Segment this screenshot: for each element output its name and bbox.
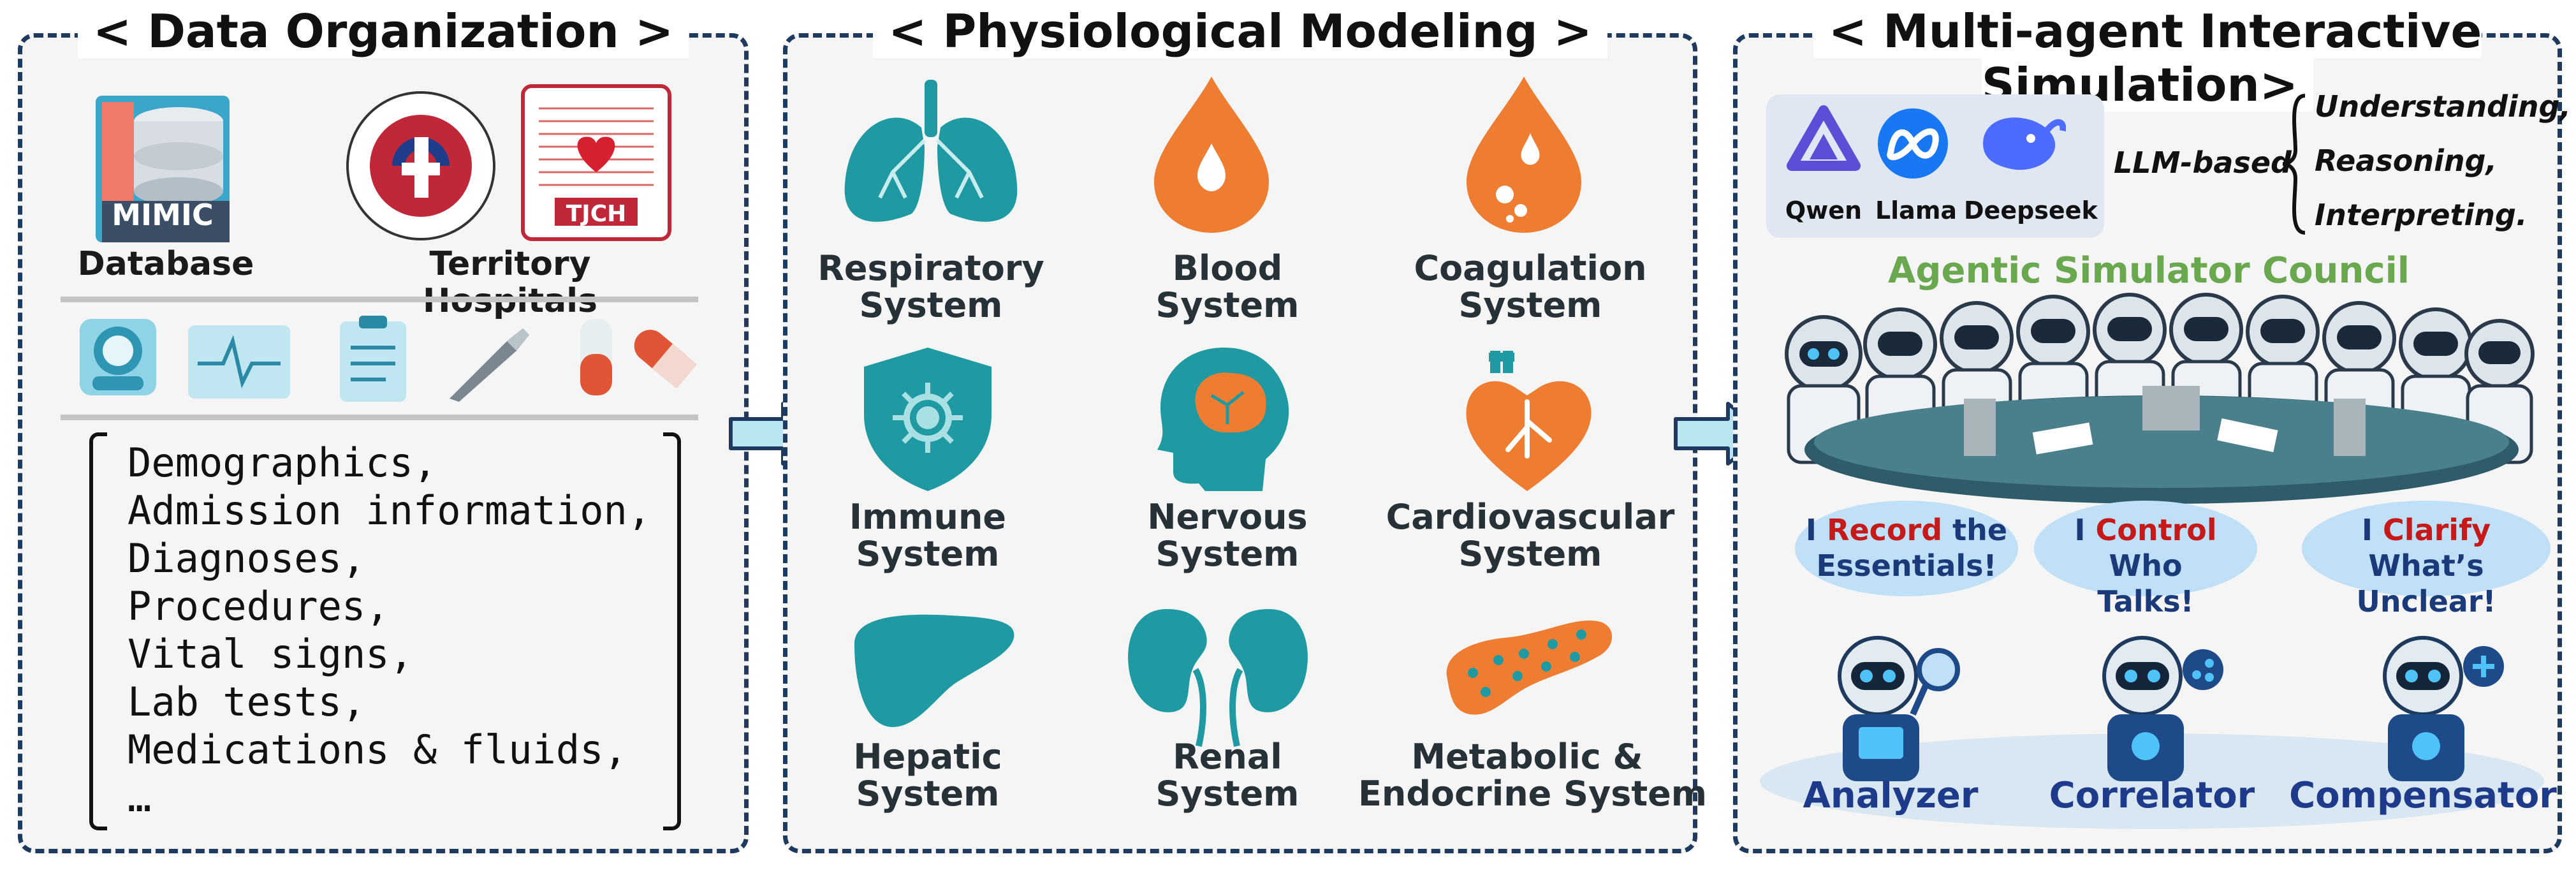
qwen-logo-icon — [1787, 105, 1861, 171]
right-bracket — [663, 432, 681, 830]
panel-title: < Physiological Modeling > — [787, 4, 1693, 58]
list-item: Lab tests, — [128, 679, 366, 725]
list-item: Vital signs, — [128, 631, 413, 677]
robot-council-illustration — [1785, 293, 2535, 504]
capability-label: Interpreting. — [2315, 198, 2528, 232]
brain-head-icon — [1157, 348, 1289, 491]
analyzer-robot-icon — [1838, 636, 1960, 781]
role-label-correlator: Correlator — [2049, 775, 2255, 816]
capability-label: Reasoning, — [2315, 143, 2498, 178]
coagulation-drop-icon — [1467, 77, 1581, 233]
list-item: Procedures, — [128, 583, 390, 629]
speech-bubble: I Control Who Talks! — [2034, 501, 2257, 619]
list-item: Admission information, — [128, 487, 652, 534]
model-label: Llama — [1875, 196, 1958, 224]
correlator-robot-icon — [2102, 636, 2223, 781]
model-label: Deepseek — [1964, 196, 2098, 224]
ecg-monitor-icon — [188, 325, 290, 399]
panel-title: < Data Organization > — [22, 4, 744, 58]
kidneys-icon — [1128, 609, 1308, 747]
test-tube-pill-icon — [580, 319, 698, 395]
lungs-icon — [844, 80, 1018, 222]
database-label: Database — [77, 245, 254, 283]
role-label-analyzer: Analyzer — [1803, 775, 1979, 816]
scalpel-icon — [450, 328, 529, 402]
list-item: Diagnoses, — [128, 535, 366, 582]
divider — [61, 415, 698, 420]
model-label: Qwen — [1785, 196, 1862, 224]
llama-logo-icon — [1878, 108, 1948, 179]
tjch-logo-text: TJCH — [566, 201, 627, 227]
deepseek-logo-icon — [1983, 117, 2066, 170]
council-title: Agentic Simulator Council — [1888, 250, 2410, 291]
heart-icon — [1466, 351, 1592, 491]
divider — [61, 297, 698, 302]
system-label: Metabolic &Endocrine System — [1358, 737, 1708, 814]
pancreas-icon — [1446, 620, 1613, 715]
mimic-database-icon — [96, 96, 230, 242]
hospital-seal-logo — [346, 91, 495, 240]
llm-based-label: LLM-based — [2114, 145, 2292, 180]
panel-title: < Multi-agent Interactive Simulation> — [1738, 4, 2558, 112]
clipboard-icon — [340, 316, 406, 402]
curly-brace-icon — [2282, 94, 2306, 235]
liver-icon — [854, 614, 1014, 727]
list-item: Demographics, — [128, 439, 437, 486]
compensator-robot-icon — [2383, 636, 2504, 781]
left-bracket — [89, 432, 107, 830]
hospitals-label: Territory Hospitals — [423, 245, 597, 320]
capability-label: Understanding, — [2315, 89, 2571, 124]
speech-bubble: I Record the Essentials! — [1795, 501, 2018, 596]
immune-shield-icon — [864, 348, 992, 491]
mimic-logo-text: MIMIC — [112, 198, 214, 232]
role-label-compensator: Compensator — [2289, 775, 2557, 816]
data-fields-list: Demographics, Admission information, Dia… — [128, 439, 651, 821]
list-item: … — [128, 774, 152, 821]
list-item: Medications & fluids, — [128, 726, 627, 773]
blood-drop-icon — [1154, 77, 1269, 233]
tjch-logo — [521, 84, 671, 241]
speech-bubble: I Clarify What’s Unclear! — [2302, 501, 2550, 619]
patient-icon — [80, 319, 156, 395]
